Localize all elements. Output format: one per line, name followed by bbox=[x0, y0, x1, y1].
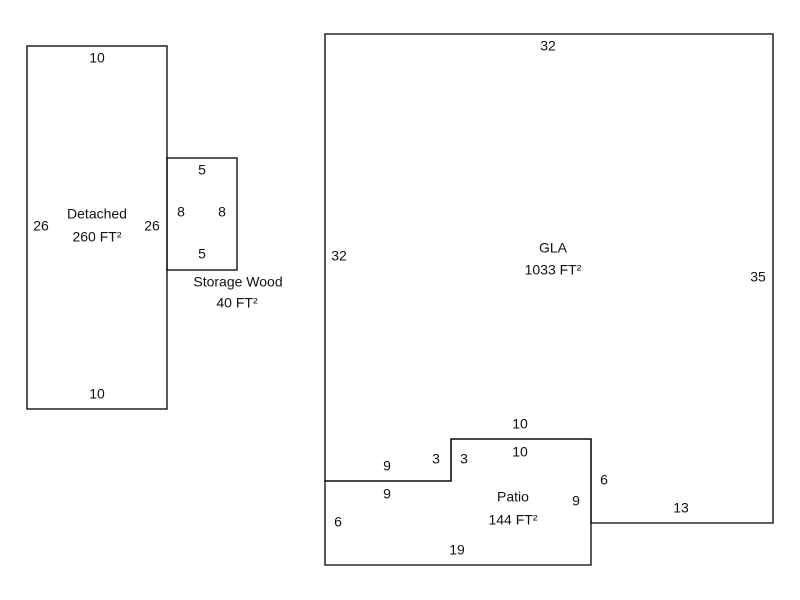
patio-name: Patio bbox=[497, 489, 529, 505]
gla-dim-notch-right: 6 bbox=[600, 472, 608, 488]
gla-name: GLA bbox=[539, 240, 568, 256]
storage-dim-bottom: 5 bbox=[198, 246, 206, 262]
storage-name: Storage Wood bbox=[193, 274, 282, 290]
gla-dim-notch-top: 10 bbox=[512, 416, 528, 432]
area-storage-wood[interactable]: 5 5 8 8 Storage Wood 40 FT² bbox=[166, 157, 283, 311]
patio-area: 144 FT² bbox=[488, 512, 537, 528]
area-gla[interactable]: 32 32 35 13 6 10 3 9 GLA 1033 FT² bbox=[324, 33, 774, 524]
storage-dim-left: 8 bbox=[177, 204, 185, 220]
gla-dim-top: 32 bbox=[540, 38, 556, 54]
patio-dim-bottom: 19 bbox=[449, 542, 465, 558]
gla-dim-bottom-right: 13 bbox=[673, 500, 689, 516]
patio-dim-left: 6 bbox=[334, 514, 342, 530]
gla-dim-right: 35 bbox=[750, 269, 766, 285]
patio-outline bbox=[324, 438, 592, 566]
storage-dim-right: 8 bbox=[218, 204, 226, 220]
storage-dim-top: 5 bbox=[198, 162, 206, 178]
detached-dim-left: 26 bbox=[33, 218, 49, 234]
detached-name: Detached bbox=[67, 206, 127, 222]
storage-area: 40 FT² bbox=[216, 295, 258, 311]
area-patio[interactable]: 10 3 9 6 19 9 Patio 144 FT² bbox=[324, 438, 592, 566]
gla-area: 1033 FT² bbox=[525, 262, 582, 278]
patio-dim-right: 9 bbox=[572, 493, 580, 509]
patio-dim-top: 10 bbox=[512, 444, 528, 460]
gla-dim-notch-left: 9 bbox=[383, 458, 391, 474]
patio-dim-step: 3 bbox=[460, 451, 468, 467]
gla-dim-left: 32 bbox=[331, 248, 347, 264]
gla-outline bbox=[324, 33, 774, 524]
storage-outline bbox=[166, 157, 238, 271]
area-detached[interactable]: 10 10 26 26 Detached 260 FT² bbox=[26, 45, 168, 410]
gla-dim-notch-step: 3 bbox=[432, 451, 440, 467]
patio-dim-upper-left: 9 bbox=[383, 486, 391, 502]
detached-dim-bottom: 10 bbox=[89, 386, 105, 402]
detached-area: 260 FT² bbox=[72, 229, 121, 245]
detached-dim-top: 10 bbox=[89, 50, 105, 66]
detached-dim-right: 26 bbox=[144, 218, 160, 234]
